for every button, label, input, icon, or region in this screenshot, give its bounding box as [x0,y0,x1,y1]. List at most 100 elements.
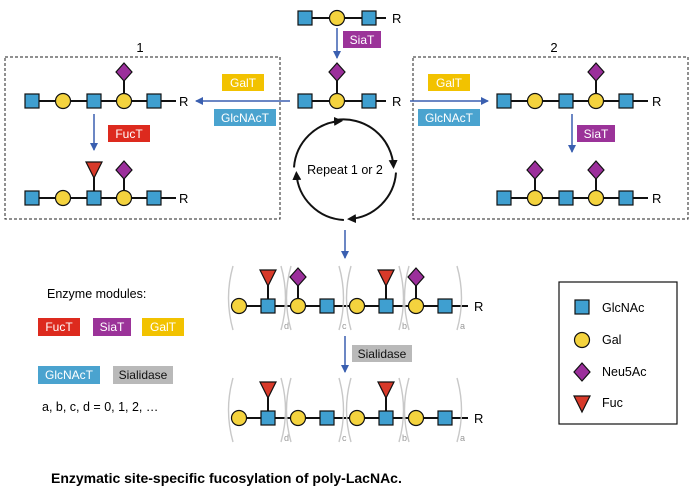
gal-icon [328,92,346,110]
reducing-end-label: R [474,299,483,314]
module-siat-label: SiaT [100,320,125,334]
purple-diamond-icon [573,362,591,382]
sialidase-badge [352,345,412,362]
fuc-icon [259,381,277,400]
yellow-circle-icon [573,331,591,349]
glcnac-icon [297,93,313,109]
box1-chain-bottom: R [24,160,188,207]
box2-chain-bottom: R [496,160,661,207]
glcnac-icon [496,93,512,109]
pathway-2-box [412,56,689,220]
glcnac-icon [146,190,162,206]
module-fuct-label: FucT [45,320,73,334]
neu5ac-icon [328,62,346,82]
fuc-icon [377,269,395,288]
gal-icon [407,297,425,315]
figure-caption: Enzymatic site-specific fucosylation of … [51,470,402,486]
reducing-end-label: R [179,94,188,109]
glcnac-icon [260,410,276,426]
repeat-index-c: c [342,321,347,331]
neu5ac-icon [407,267,425,287]
gal-icon [348,297,366,315]
module-galt-badge [142,318,184,336]
legend-label-gal: Gal [602,333,621,347]
glcnac-icon [378,410,394,426]
glcnac-icon [319,298,335,314]
gal-icon [115,92,133,110]
reducing-end-label: R [474,411,483,426]
fuct-label: FucT [115,127,143,141]
gal-icon [54,92,72,110]
glcnac-icon [378,298,394,314]
glcnac-icon [361,10,377,26]
module-glcnact-label: GlcNAcT [45,368,94,382]
glcnac-icon [437,298,453,314]
blue-square-icon [574,299,590,315]
module-sialidase-label: Sialidase [119,368,168,382]
gal-icon [230,297,248,315]
repeat-index-c: c [342,433,347,443]
gal-icon [587,189,605,207]
gal-icon [328,9,346,27]
gal-icon [587,92,605,110]
neu5ac-icon [115,62,133,82]
siat-label-right: SiaT [584,127,609,141]
repeat-index-b: b [402,433,407,443]
gal-icon [115,189,133,207]
galt-badge-right [428,74,470,91]
cycle-label: Repeat 1 or 2 [307,163,383,177]
glcnac-icon [618,190,634,206]
reducing-end-label: R [392,11,401,26]
box2-chain-top: R [496,62,661,110]
fuct-badge [108,125,150,142]
reducing-end-label: R [652,191,661,206]
glcnac-icon [24,93,40,109]
modules-title: Enzyme modules: [47,287,146,301]
glcnac-icon [437,410,453,426]
repeat-index-a: a [460,433,465,443]
neu5ac-icon [587,160,605,180]
neu5ac-icon [115,160,133,180]
glcnac-icon [558,93,574,109]
fuc-icon [259,269,277,288]
legend-label-neu5ac: Neu5Ac [602,365,646,379]
legend-label-glcnac: GlcNAc [602,301,644,315]
pathway-2-label: 2 [550,40,557,55]
neu5ac-icon [587,62,605,82]
glcnac-icon [361,93,377,109]
glcnac-icon [146,93,162,109]
sialylated-chain: R [297,62,401,110]
gal-icon [407,409,425,427]
start-chain: R [297,9,401,27]
galt-label-right: GalT [436,76,463,90]
repeat-index-a: a [460,321,465,331]
reducing-end-label: R [392,94,401,109]
repeat-brackets-bottom [227,377,463,443]
glcnac-icon [618,93,634,109]
glcnact-badge-left [214,109,276,126]
gal-icon [289,409,307,427]
galt-badge-left [222,74,264,91]
red-triangle-icon [573,395,591,414]
glcnact-badge-right [418,109,480,126]
repeat-brackets-top [227,265,463,331]
reducing-end-label: R [652,94,661,109]
gal-icon [348,409,366,427]
siat-label: SiaT [350,33,375,47]
gal-icon [526,189,544,207]
glcnact-label-right: GlcNAcT [425,111,474,125]
glcnac-icon [24,190,40,206]
product-chain-sialylated: R [230,267,483,315]
gal-icon [526,92,544,110]
glcnac-icon [260,298,276,314]
repeat-index-d: d [284,321,289,331]
gal-icon [289,297,307,315]
siat-badge-right [577,125,615,142]
module-glcnact-badge [38,366,100,384]
box1-chain-top: R [24,62,188,110]
glcnac-icon [319,410,335,426]
fuc-icon [377,381,395,400]
product-chain-final: R [230,381,483,427]
